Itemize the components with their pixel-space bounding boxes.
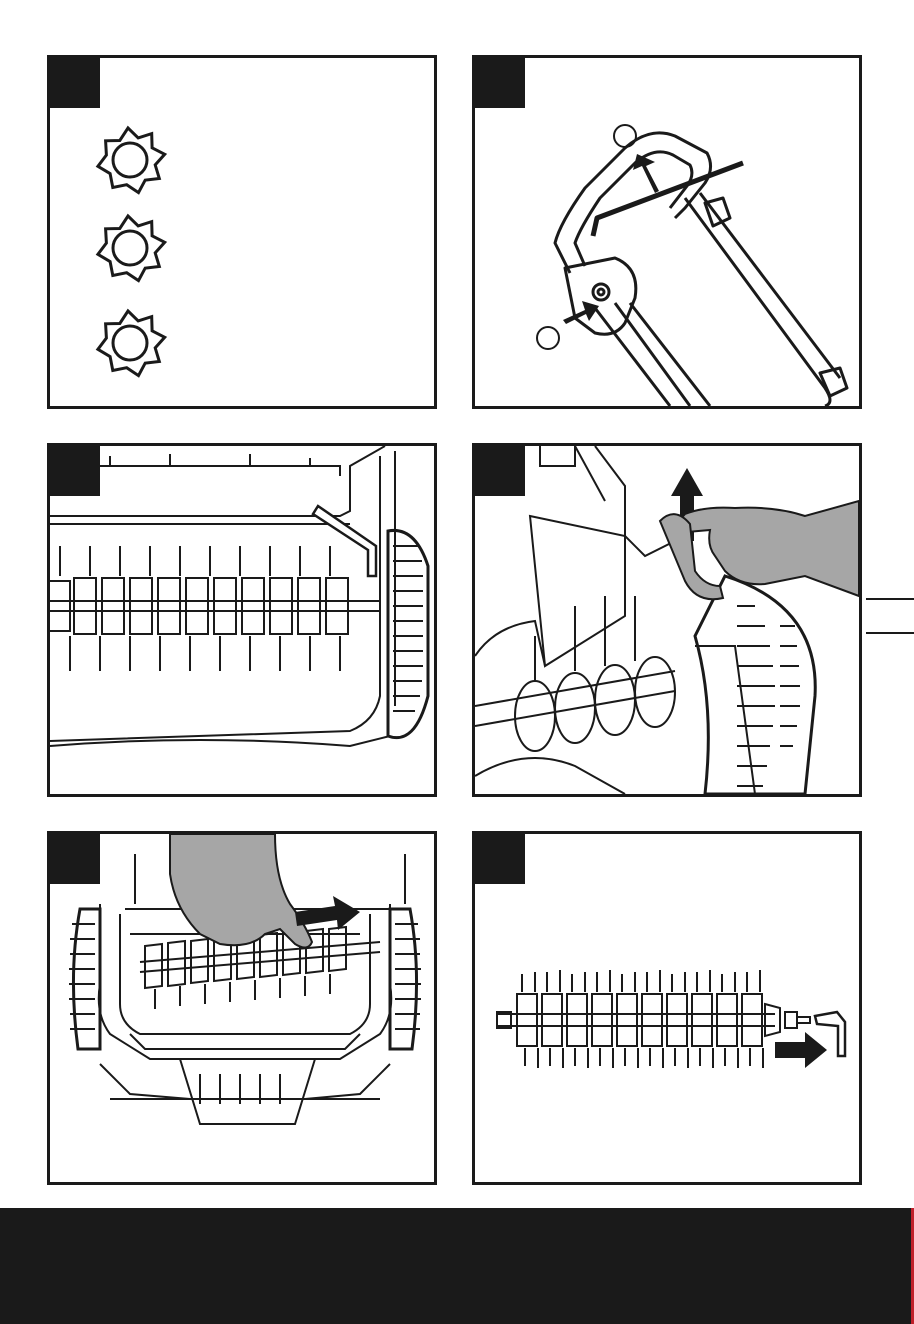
reel-block [158, 578, 180, 634]
reel-block [667, 994, 687, 1046]
side-tab-marker-top [866, 598, 914, 600]
reel-block [242, 578, 264, 634]
step-number-tab [50, 58, 100, 108]
lower-bar-right [685, 198, 830, 406]
step-number-tab [50, 834, 100, 884]
star-knob-icon [98, 128, 165, 193]
step-number-tab [475, 58, 525, 108]
reel-block [326, 578, 348, 634]
step-panel-1 [47, 55, 437, 409]
reel-block [592, 994, 612, 1046]
hand-lifting-bearing-bracket-icon [475, 446, 859, 794]
end-cap [765, 1004, 780, 1036]
housing-outline [540, 446, 575, 466]
reel-block [260, 933, 277, 977]
step-panel-5 [47, 831, 437, 1185]
reel-shaft [475, 671, 675, 726]
step-panel-3 [47, 443, 437, 797]
arrow-up-icon [633, 154, 659, 193]
arrow-right-icon [775, 1032, 827, 1068]
step-number-tab [475, 834, 525, 884]
step-panel-6 [472, 831, 862, 1185]
reel-shaft-removal-icon [475, 834, 859, 1182]
reel-block [542, 994, 562, 1046]
three-star-knobs-icon [50, 58, 434, 406]
star-knob-icon [98, 216, 165, 281]
reel-block [717, 994, 737, 1046]
reel-block [102, 578, 124, 634]
reel-block [517, 994, 537, 1046]
bolt-icon [785, 1012, 810, 1028]
hand-sliding-reel-icon [50, 834, 434, 1182]
side-tab-marker-bottom [866, 632, 914, 634]
reel-block [617, 994, 637, 1046]
reel-block [74, 578, 96, 634]
step-number-tab [475, 446, 525, 496]
scarifier-reel-hex-key-icon [50, 446, 434, 794]
reel-block [270, 578, 292, 634]
hex-key-icon [313, 506, 376, 576]
reel-block [186, 578, 208, 634]
reel-block [168, 941, 185, 986]
reel-block [742, 994, 762, 1046]
reel-block [692, 994, 712, 1046]
page-footer-band [0, 1208, 914, 1324]
step-panel-4 [472, 443, 862, 797]
star-knob-icon [98, 311, 165, 376]
reel-block [642, 994, 662, 1046]
hand-icon [170, 834, 312, 948]
reel-block [145, 944, 162, 988]
step-panel-2 [472, 55, 862, 409]
reel-block [567, 994, 587, 1046]
arrow-right-icon [563, 301, 599, 324]
bolt-icon [593, 284, 609, 300]
step-number-tab [50, 446, 100, 496]
reel-block [214, 578, 236, 634]
housing-outline [50, 446, 385, 516]
reel-block [191, 939, 208, 983]
reel-block [130, 578, 152, 634]
callout-circle-2 [537, 327, 559, 349]
handle-bolt-release-icon [475, 58, 859, 406]
reel-block [298, 578, 320, 634]
lower-bar-left [595, 308, 670, 406]
